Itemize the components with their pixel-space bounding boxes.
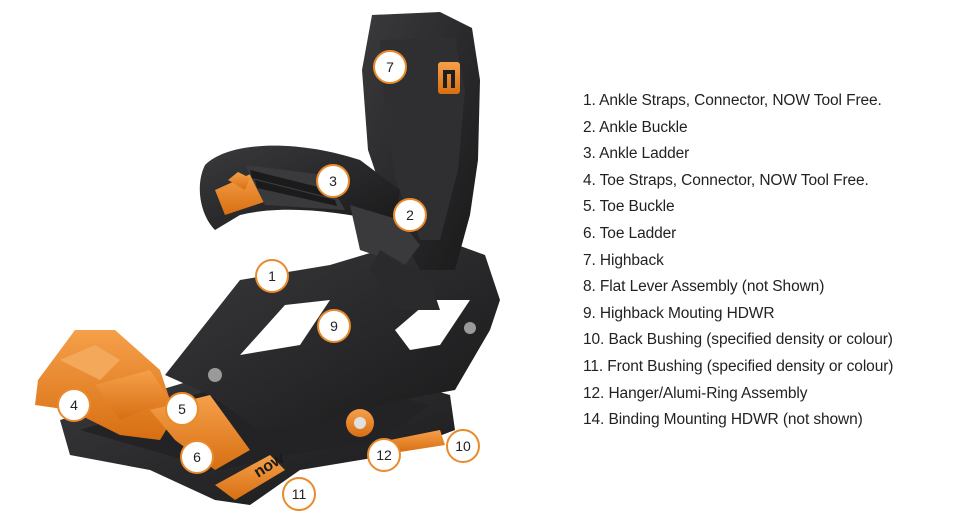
callout-12: 12 <box>367 438 401 472</box>
svg-text:7: 7 <box>386 59 394 75</box>
svg-text:1: 1 <box>268 268 276 284</box>
parts-list-item: 5. Toe Buckle <box>583 198 675 216</box>
screw-icon <box>464 322 476 334</box>
parts-list-item: 12. Hanger/Alumi-Ring Assembly <box>583 384 808 402</box>
svg-text:10: 10 <box>455 438 471 454</box>
front-bushing-orange <box>215 455 285 500</box>
back-bushing-orange <box>390 430 445 452</box>
svg-text:12: 12 <box>376 447 392 463</box>
svg-text:9: 9 <box>330 318 338 334</box>
callout-3: 3 <box>316 164 350 198</box>
parts-list-item: 9. Highback Mouting HDWR <box>583 304 775 322</box>
callouts: 7 3 2 1 9 4 5 <box>57 50 480 511</box>
svg-text:3: 3 <box>329 173 337 189</box>
hanger-ring <box>346 409 374 437</box>
callout-5: 5 <box>165 392 199 426</box>
svg-text:11: 11 <box>292 486 307 502</box>
parts-list-item: 4. Toe Straps, Connector, NOW Tool Free. <box>583 171 869 189</box>
parts-list-item: 8. Flat Lever Assembly (not Shown) <box>583 278 825 296</box>
highback-logo-tag <box>438 62 460 94</box>
ankle-buckle <box>350 205 420 265</box>
svg-text:5: 5 <box>178 401 186 417</box>
parts-list-item: 2. Ankle Buckle <box>583 118 688 136</box>
parts-list-item: 6. Toe Ladder <box>583 224 677 242</box>
parts-list-item: 14. Binding Mounting HDWR (not shown) <box>583 411 863 429</box>
svg-text:6: 6 <box>193 449 201 465</box>
callout-2: 2 <box>393 198 427 232</box>
callout-1: 1 <box>255 259 289 293</box>
parts-list-item: 11. Front Bushing (specified density or … <box>583 357 894 375</box>
callout-9: 9 <box>317 309 351 343</box>
binding-illustration: now <box>35 12 500 511</box>
parts-list-item: 10. Back Bushing (specified density or c… <box>583 331 893 349</box>
parts-list-item: 3. Ankle Ladder <box>583 145 690 163</box>
callout-7: 7 <box>373 50 407 84</box>
parts-list-item: 1. Ankle Straps, Connector, NOW Tool Fre… <box>583 92 882 109</box>
screw-icon <box>208 368 222 382</box>
callout-4: 4 <box>57 388 91 422</box>
svg-text:2: 2 <box>406 207 414 223</box>
parts-list: 1. Ankle Straps, Connector, NOW Tool Fre… <box>583 88 893 434</box>
parts-list-item: 7. Highback <box>583 251 664 269</box>
svg-text:4: 4 <box>70 397 78 413</box>
callout-11: 11 <box>282 477 316 511</box>
callout-6: 6 <box>180 440 214 474</box>
callout-10: 10 <box>446 429 480 463</box>
